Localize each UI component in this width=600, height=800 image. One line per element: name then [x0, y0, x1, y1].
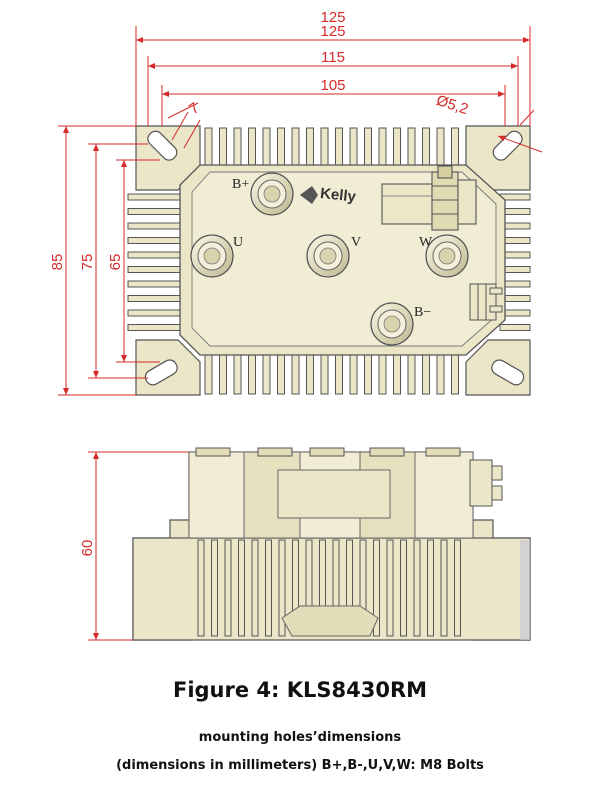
svg-text:Kelly: Kelly — [319, 185, 357, 206]
dim-width-125: 125 — [320, 23, 345, 40]
terminal-label-u: U — [233, 235, 243, 250]
cooling-fins-bottom — [204, 351, 459, 395]
cooling-fins-left — [127, 193, 183, 331]
dim-width-115: 115 — [321, 49, 345, 66]
caption-dimension-note: (dimensions in millimeters) B+,B-,U,V,W:… — [116, 758, 484, 773]
dim-top-partial: 125 — [320, 9, 345, 26]
top-view: B+ U V W B− Kelly — [127, 125, 531, 396]
terminal-v — [306, 234, 350, 278]
dim-side-height-60: 60 — [79, 540, 96, 557]
terminal-label-w: W — [419, 235, 433, 250]
terminal-label-v: V — [351, 235, 361, 250]
dim-width-105: 105 — [320, 77, 345, 94]
terminal-u — [190, 234, 234, 278]
dim-slot-7: 7 — [186, 99, 203, 118]
dim-height-65: 65 — [107, 254, 124, 271]
dim-hole-diameter: Ø5,2 — [434, 92, 470, 118]
mounting-slots — [144, 130, 525, 386]
side-view — [132, 447, 531, 641]
small-connector — [469, 283, 503, 321]
terminal-w — [425, 234, 469, 278]
figure-title: Figure 4: KLS8430RM — [172, 678, 428, 702]
side-connector — [469, 459, 503, 507]
cooling-fins-top — [204, 127, 459, 169]
controller-drawing: B+ U V W B− Kelly — [49, 9, 543, 641]
dimension-lines — [58, 26, 543, 641]
signal-connector — [381, 165, 477, 231]
terminal-b-plus — [250, 172, 294, 216]
dim-height-85: 85 — [49, 254, 66, 271]
terminal-b-minus — [370, 302, 414, 346]
terminal-label-b-plus: B+ — [232, 177, 249, 192]
caption-mounting-holes: mounting holes’dimensions — [198, 730, 402, 745]
kelly-logo: Kelly — [300, 185, 357, 206]
terminal-label-b-minus: B− — [414, 305, 431, 320]
dim-height-75: 75 — [79, 254, 96, 271]
